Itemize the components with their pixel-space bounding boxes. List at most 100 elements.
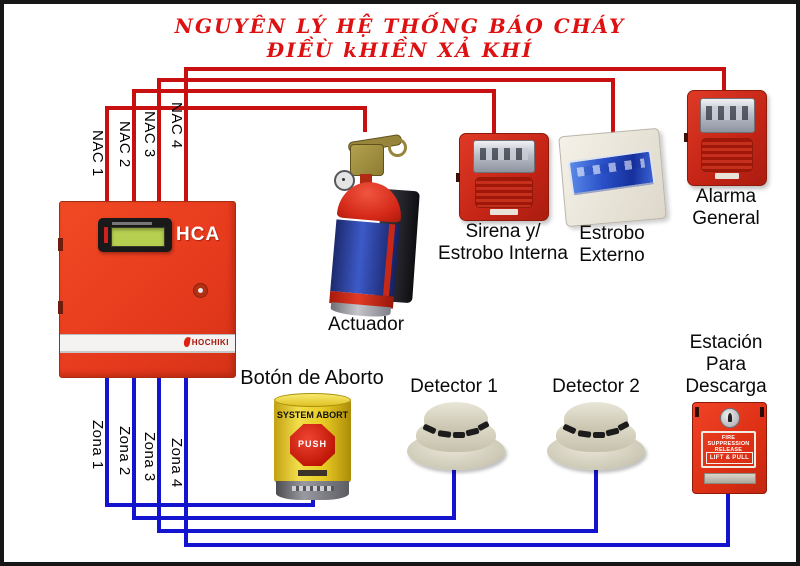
display-top-mark <box>112 222 152 225</box>
smoke-detector-2 <box>547 402 645 472</box>
release-station-label-line3: Descarga <box>685 376 767 397</box>
nac2-wire <box>132 89 496 93</box>
device-tag <box>489 208 519 215</box>
abort-button-label: Botón de Aborto <box>240 367 384 389</box>
station-panel-text: FIRE SUPPRESSION RELEASE <box>707 435 750 453</box>
general-alarm-label-line2: General <box>692 208 760 229</box>
actuator-pressure-gauge <box>334 170 355 191</box>
abort-button-device: SYSTEM ABORT PUSH <box>274 393 351 500</box>
title-line-2: ĐIỀÙ kHIỀN XẢ KHÍ <box>266 38 534 62</box>
nac3-wire <box>157 80 161 201</box>
internal-siren-strobe-device <box>456 133 549 221</box>
station-tab <box>760 407 764 417</box>
zone2-wire <box>132 376 136 520</box>
zone1-wire <box>105 376 109 507</box>
strobe-reflector <box>480 147 529 161</box>
strobe-reflector <box>705 106 749 120</box>
station-tab <box>695 407 699 417</box>
abort-top-text: SYSTEM ABORT <box>276 410 349 420</box>
detector1-label: Detector 1 <box>410 376 498 397</box>
blue-strobe-lens <box>567 149 656 196</box>
mount-nub <box>456 172 460 182</box>
zone2-label: Zona 2 <box>116 426 133 476</box>
nac4-wire <box>722 67 726 92</box>
mount-nub <box>684 133 688 143</box>
zone3-label: Zona 3 <box>141 432 158 482</box>
zone2-wire <box>132 516 456 520</box>
device-tag <box>714 172 740 179</box>
nac3-wire <box>157 78 615 82</box>
nac3-label: NAC 3 <box>141 111 158 158</box>
display-side-mark <box>104 227 108 243</box>
abort-top-cap <box>274 393 351 407</box>
nac4-wire <box>184 67 726 71</box>
internal-siren-label-line2: Estrobo Interna <box>438 243 568 264</box>
nac4-wire <box>184 69 188 201</box>
zone1-wire <box>105 503 315 507</box>
internal-siren-label-line1: Sirena y/ <box>465 221 541 242</box>
actuator-valve-ring <box>388 138 407 157</box>
zone4-wire <box>184 543 730 547</box>
zone1-label: Zona 1 <box>89 420 106 470</box>
station-handle-text: LIFT & PULL <box>706 452 753 464</box>
actuator-device <box>326 130 426 322</box>
external-strobe-device <box>558 127 667 228</box>
cylinder-stripe <box>382 223 396 297</box>
nac1-label: NAC 1 <box>89 130 106 177</box>
lens-highlight <box>576 158 645 177</box>
nac2-wire <box>132 91 136 201</box>
nac2-wire <box>492 89 496 138</box>
smoke-detector-1 <box>407 402 505 472</box>
actuator-valve <box>350 144 384 176</box>
abort-base-label <box>292 486 334 491</box>
push-button-text: PUSH <box>297 439 327 449</box>
zone4-wire <box>184 376 188 547</box>
abort-base <box>276 481 349 500</box>
strobe-lens <box>473 140 536 173</box>
external-strobe-label-line2: Externo <box>579 245 645 266</box>
push-button: PUSH <box>290 424 335 466</box>
keyhole-icon <box>720 408 740 428</box>
release-station-label-line1: Estación <box>689 332 763 353</box>
external-strobe-label: Estrobo Externo <box>562 223 662 267</box>
actuator-cylinder <box>328 179 404 319</box>
cylinder-body <box>330 219 401 297</box>
panel-hinge <box>58 301 63 314</box>
zone4-wire <box>726 491 730 547</box>
panel-model-text: HCA <box>176 224 221 245</box>
release-station-label: Estación Para Descarga <box>672 332 780 398</box>
panel-display <box>98 218 172 252</box>
brand-text: HOCHIKI <box>191 337 229 347</box>
detector-vent <box>453 432 465 438</box>
hochiki-logo: HOCHIKI <box>183 336 229 348</box>
nac1-wire <box>105 108 109 201</box>
panel-brand-stripe: HOCHIKI <box>60 334 235 353</box>
cylinder-dome <box>336 179 404 223</box>
panel-lcd-screen <box>111 227 165 247</box>
speaker-grille <box>474 177 534 209</box>
panel-lock-icon <box>193 283 208 298</box>
zone4-label: Zona 4 <box>168 438 185 488</box>
zone3-wire <box>157 376 161 533</box>
title-line-1: NGUYÊN LÝ HỆ THỐNG BÁO CHÁY <box>174 14 626 38</box>
strobe-lens <box>699 97 755 134</box>
release-pull-station-device: FIRE SUPPRESSION RELEASE LIFT & PULL <box>692 402 767 494</box>
detector2-label: Detector 2 <box>552 376 640 397</box>
nac3-wire <box>611 78 615 138</box>
general-alarm-device <box>684 90 767 186</box>
external-strobe-label-line1: Estrobo <box>579 223 645 244</box>
nac1-wire <box>363 106 367 132</box>
release-station-label-line2: Para <box>705 354 747 375</box>
flame-icon <box>183 336 191 348</box>
fire-control-panel: HCA HOCHIKI <box>58 201 236 378</box>
detector-vent <box>593 432 605 438</box>
nac1-wire <box>105 106 367 110</box>
general-alarm-label-line1: Alarma <box>695 186 757 207</box>
station-text-panel: FIRE SUPPRESSION RELEASE LIFT & PULL <box>701 431 756 468</box>
speaker-grille <box>701 138 754 172</box>
zone3-wire <box>157 529 598 533</box>
panel-hinge <box>58 238 63 251</box>
nac4-label: NAC 4 <box>168 102 185 149</box>
station-bottom-tag <box>704 473 756 484</box>
